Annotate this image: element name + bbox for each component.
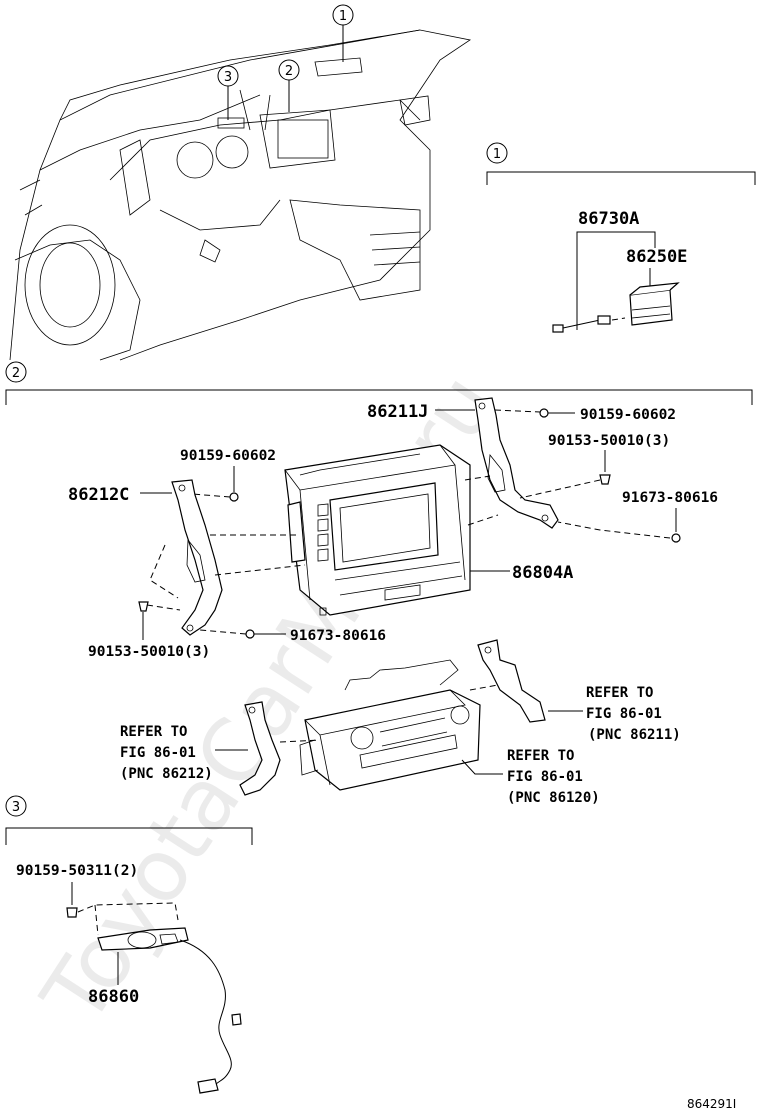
svg-text:(PNC 86120): (PNC 86120) — [507, 790, 600, 806]
part-90159-60602-left: 90159-60602 — [180, 448, 276, 464]
part-90159-60602-right: 90159-60602 — [580, 407, 676, 423]
section-1: 1 86730A 86250E — [486, 142, 756, 333]
screw-91673-80616-left — [245, 629, 255, 639]
svg-text:FIG 86-01: FIG 86-01 — [586, 706, 662, 722]
svg-text:2: 2 — [12, 366, 20, 381]
callout-3: 3 — [217, 65, 239, 120]
part-86212C: 86212C — [68, 485, 129, 505]
part-91673-80616-right: 91673-80616 — [622, 490, 718, 506]
sensor-86860 — [97, 927, 242, 1094]
lower-bracket-right — [477, 639, 546, 723]
svg-text:REFER TO: REFER TO — [507, 748, 574, 764]
part-86860: 86860 — [88, 987, 139, 1007]
ref-note-86120: REFER TO FIG 86-01 (PNC 86120) — [461, 748, 600, 806]
part-86211J: 86211J — [367, 402, 428, 422]
section-3: 3 90159-50311(2) 86860 — [5, 795, 253, 1094]
bolt-90153-50010-right — [599, 474, 611, 485]
bolt-90153-50010-left — [138, 601, 149, 612]
bracket-86212C — [171, 479, 223, 636]
screw-91673-80616-right — [671, 533, 681, 543]
svg-text:1: 1 — [493, 147, 501, 162]
screw-90159-60602-right — [539, 408, 575, 418]
part-90153-50010-left: 90153-50010(3) — [88, 644, 210, 660]
ref-note-86211: REFER TO FIG 86-01 (PNC 86211) — [548, 685, 681, 743]
svg-text:REFER TO: REFER TO — [586, 685, 653, 701]
ref-note-86212: REFER TO FIG 86-01 (PNC 86212) — [120, 724, 248, 782]
screw-90159-60602-left — [229, 492, 239, 502]
svg-text:(PNC 86212): (PNC 86212) — [120, 766, 213, 782]
svg-text:1: 1 — [339, 9, 347, 24]
screw-90159-50311 — [66, 907, 78, 918]
svg-text:FIG 86-01: FIG 86-01 — [120, 745, 196, 761]
part-90153-50010-right: 90153-50010(3) — [548, 433, 670, 449]
control-panel-unit — [299, 659, 481, 791]
svg-text:3: 3 — [12, 800, 20, 815]
display-unit-86804A — [284, 444, 471, 616]
callout-2: 2 — [278, 59, 300, 112]
svg-text:REFER TO: REFER TO — [120, 724, 187, 740]
part-91673-80616-left: 91673-80616 — [290, 628, 386, 644]
part-86804A: 86804A — [512, 563, 573, 583]
cable-harness-86730A — [552, 315, 611, 333]
svg-text:(PNC 86211): (PNC 86211) — [588, 727, 681, 743]
svg-text:3: 3 — [224, 70, 232, 85]
svg-text:FIG 86-01: FIG 86-01 — [507, 769, 583, 785]
antenna-module-86250E — [629, 282, 680, 326]
car-interior-illustration — [9, 29, 472, 361]
lower-bracket-left — [239, 701, 281, 796]
callout-1: 1 — [332, 4, 354, 62]
figure-id: 864291I — [687, 1097, 736, 1111]
part-86250E: 86250E — [626, 247, 687, 267]
part-90159-50311: 90159-50311(2) — [16, 863, 138, 879]
part-86730A: 86730A — [578, 209, 639, 229]
section-2: 2 86211J 90159-60602 90153-50010(3) 9167… — [5, 361, 753, 806]
svg-text:2: 2 — [285, 64, 293, 79]
bracket-86211J — [474, 397, 559, 529]
